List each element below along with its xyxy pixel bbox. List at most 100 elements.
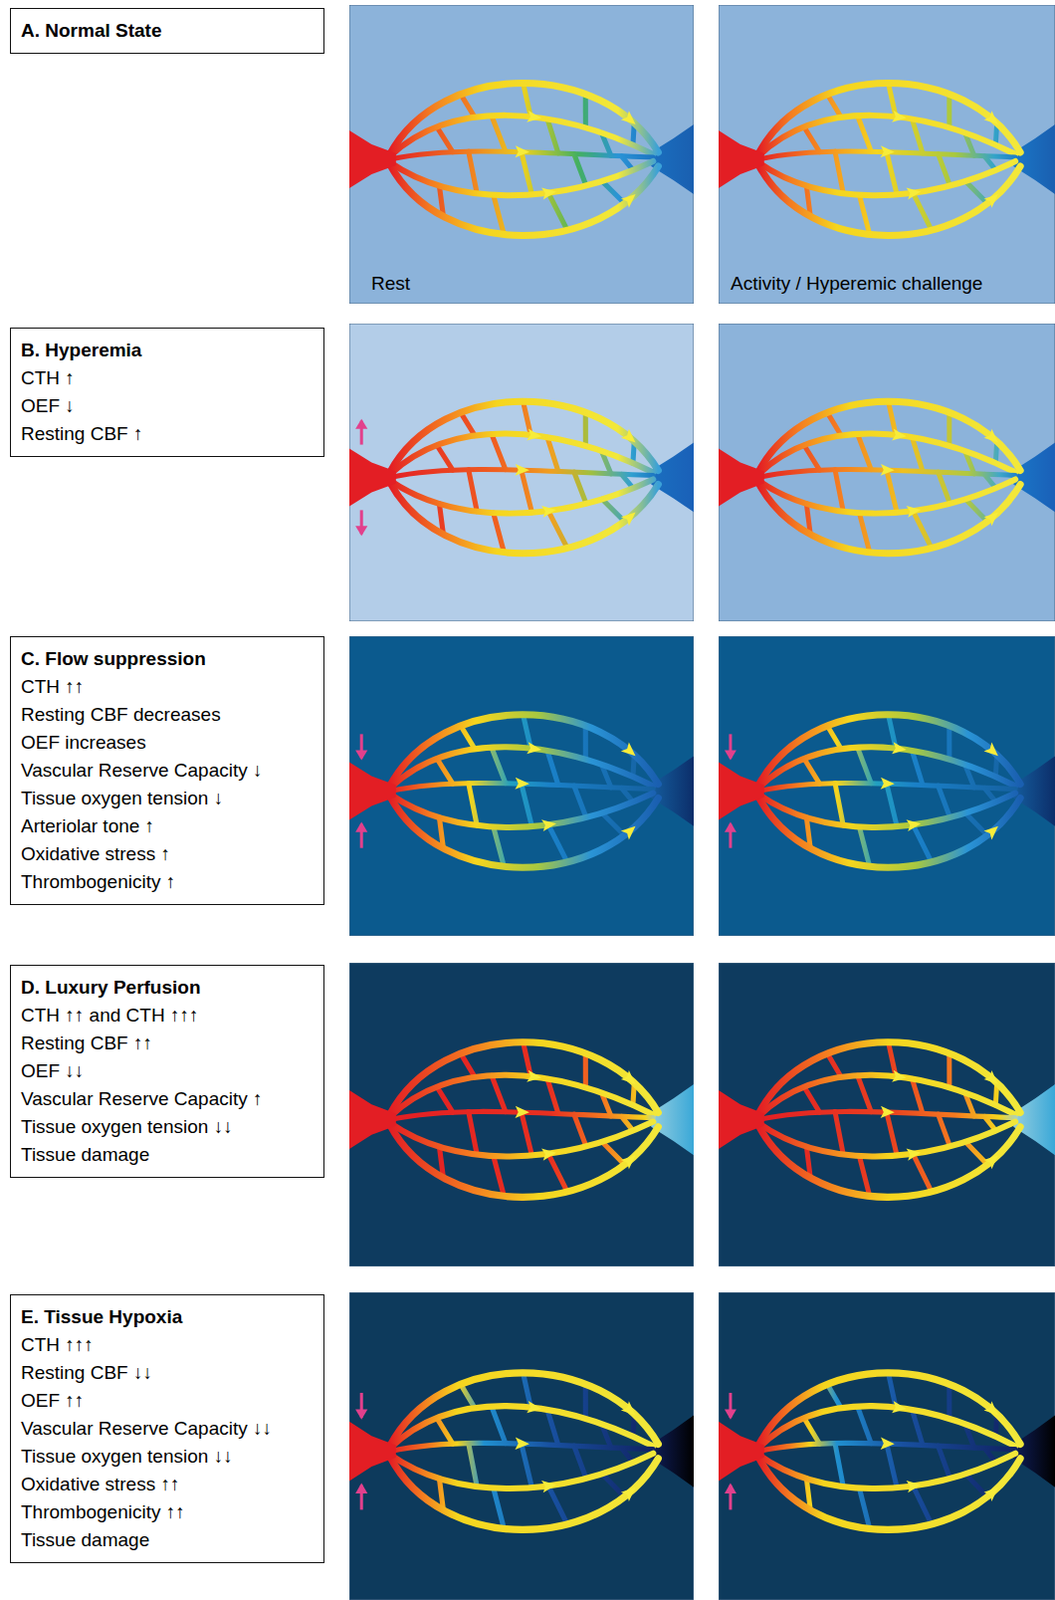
capillary-channel bbox=[758, 164, 1021, 236]
flow-arrowhead bbox=[621, 742, 640, 761]
flow-arrowhead bbox=[541, 503, 558, 518]
flow-arrowhead bbox=[541, 1146, 558, 1161]
state-property: OEF ↑↑ bbox=[20, 1386, 314, 1415]
capillary-link bbox=[938, 1113, 951, 1146]
capillary-link bbox=[493, 1155, 505, 1196]
flow-arrowhead bbox=[984, 821, 1003, 840]
capillary-channel bbox=[758, 796, 1021, 868]
capillary-link bbox=[827, 725, 842, 749]
capillary-link bbox=[547, 436, 559, 471]
flow-arrowhead bbox=[514, 463, 530, 476]
arteriole bbox=[718, 130, 765, 189]
flow-arrowhead bbox=[526, 1069, 543, 1084]
capillary-link bbox=[602, 181, 626, 204]
flow-arrowhead bbox=[621, 428, 640, 447]
venule bbox=[1013, 755, 1055, 826]
venule bbox=[1013, 1415, 1055, 1487]
state-property: Oxidative stress ↑↑ bbox=[20, 1470, 314, 1498]
tone-arrow bbox=[355, 1392, 368, 1509]
capillary-link bbox=[827, 1053, 842, 1077]
capillary-link bbox=[602, 1473, 626, 1496]
capillary-link bbox=[946, 1383, 952, 1419]
state-property: Thrombogenicity ↑↑ bbox=[20, 1497, 314, 1526]
capillary-link bbox=[835, 783, 844, 826]
capillary-link bbox=[858, 826, 869, 866]
flow-arrowhead bbox=[880, 145, 895, 158]
capillary-link bbox=[912, 824, 932, 862]
capillary-panel bbox=[718, 635, 1055, 936]
flow-arrowhead bbox=[891, 1069, 907, 1084]
flow-arrowhead bbox=[621, 190, 640, 209]
capillary-link bbox=[946, 725, 952, 760]
state-property: Tissue damage bbox=[20, 1140, 314, 1169]
flow-arrowhead bbox=[526, 110, 543, 125]
flow-arrowhead bbox=[906, 817, 922, 832]
state-property: Resting CBF ↑↑ bbox=[20, 1029, 314, 1057]
flow-arrowhead bbox=[891, 741, 907, 756]
capillary-link bbox=[835, 469, 844, 512]
capillary-link bbox=[965, 812, 988, 836]
state-box: C. Flow suppressionCTH ↑↑Resting CBF dec… bbox=[9, 635, 325, 905]
panel-ground bbox=[349, 4, 694, 304]
flow-arrowhead bbox=[984, 1481, 1003, 1501]
state-box: E. Tissue HypoxiaCTH ↑↑↑Resting CBF ↓↓OE… bbox=[9, 1293, 325, 1563]
capillary-link bbox=[804, 444, 820, 470]
capillary-link bbox=[583, 1053, 589, 1087]
capillary-link bbox=[460, 1383, 475, 1408]
tone-arrow bbox=[355, 419, 368, 537]
capillary-link bbox=[548, 193, 568, 230]
flow-arrowhead bbox=[984, 507, 1003, 526]
capillary-link bbox=[491, 433, 506, 470]
flow-arrowhead bbox=[541, 1477, 558, 1492]
capillary-link bbox=[827, 412, 842, 435]
capillary-link bbox=[574, 154, 587, 187]
capillary-link bbox=[858, 512, 869, 553]
panel-ground bbox=[718, 962, 1055, 1266]
flow-arrowhead bbox=[906, 186, 922, 201]
flow-arrowhead bbox=[906, 1477, 922, 1492]
capillary-link bbox=[804, 1086, 820, 1112]
flow-arrowhead bbox=[984, 428, 1003, 447]
capillary-link bbox=[436, 127, 453, 153]
capillary-link bbox=[858, 1155, 869, 1196]
capillary-link bbox=[911, 1077, 923, 1113]
capillary-link bbox=[827, 94, 842, 118]
venule bbox=[650, 1415, 694, 1487]
arteriole bbox=[349, 1421, 397, 1481]
arteriole bbox=[349, 761, 397, 820]
state-property: Tissue oxygen tension ↓↓ bbox=[20, 1442, 314, 1471]
flow-arrowhead bbox=[880, 1437, 895, 1451]
capillary-link bbox=[912, 1153, 932, 1192]
condition-label: Activity / Hyperemic challenge bbox=[730, 271, 983, 296]
state-property: Resting CBF decreases bbox=[20, 700, 314, 729]
capillary-link bbox=[886, 1111, 897, 1156]
arteriole bbox=[349, 130, 397, 189]
flow-arrowhead bbox=[984, 190, 1003, 209]
flow-arrowhead bbox=[891, 428, 907, 443]
capillary-link bbox=[965, 498, 988, 521]
capillary-link bbox=[946, 412, 952, 446]
state-box: A. Normal State bbox=[9, 7, 325, 54]
capillary-link bbox=[886, 469, 897, 513]
state-property: Resting CBF ↓↓ bbox=[20, 1358, 314, 1387]
capillary-link bbox=[602, 1141, 626, 1165]
capillary-link bbox=[460, 94, 475, 118]
capillary-link bbox=[886, 783, 897, 827]
state-heading: A. Normal State bbox=[20, 16, 314, 45]
arteriole bbox=[349, 448, 397, 507]
state-property: Thrombogenicity ↑ bbox=[20, 867, 314, 896]
venule bbox=[650, 124, 694, 195]
capillary-link bbox=[835, 1111, 844, 1155]
capillary-link bbox=[911, 436, 923, 471]
capillary-link bbox=[965, 1473, 988, 1496]
capillary-link bbox=[911, 750, 923, 786]
state-property: OEF increases bbox=[20, 728, 314, 757]
capillary-link bbox=[911, 1409, 923, 1445]
capillary-link bbox=[938, 154, 951, 187]
capillary-channel bbox=[758, 793, 1016, 828]
venule bbox=[1013, 124, 1055, 195]
venule bbox=[650, 1083, 694, 1155]
flow-arrowhead bbox=[526, 741, 543, 756]
capillary-link bbox=[835, 151, 844, 194]
flow-arrowhead bbox=[984, 1069, 1003, 1089]
